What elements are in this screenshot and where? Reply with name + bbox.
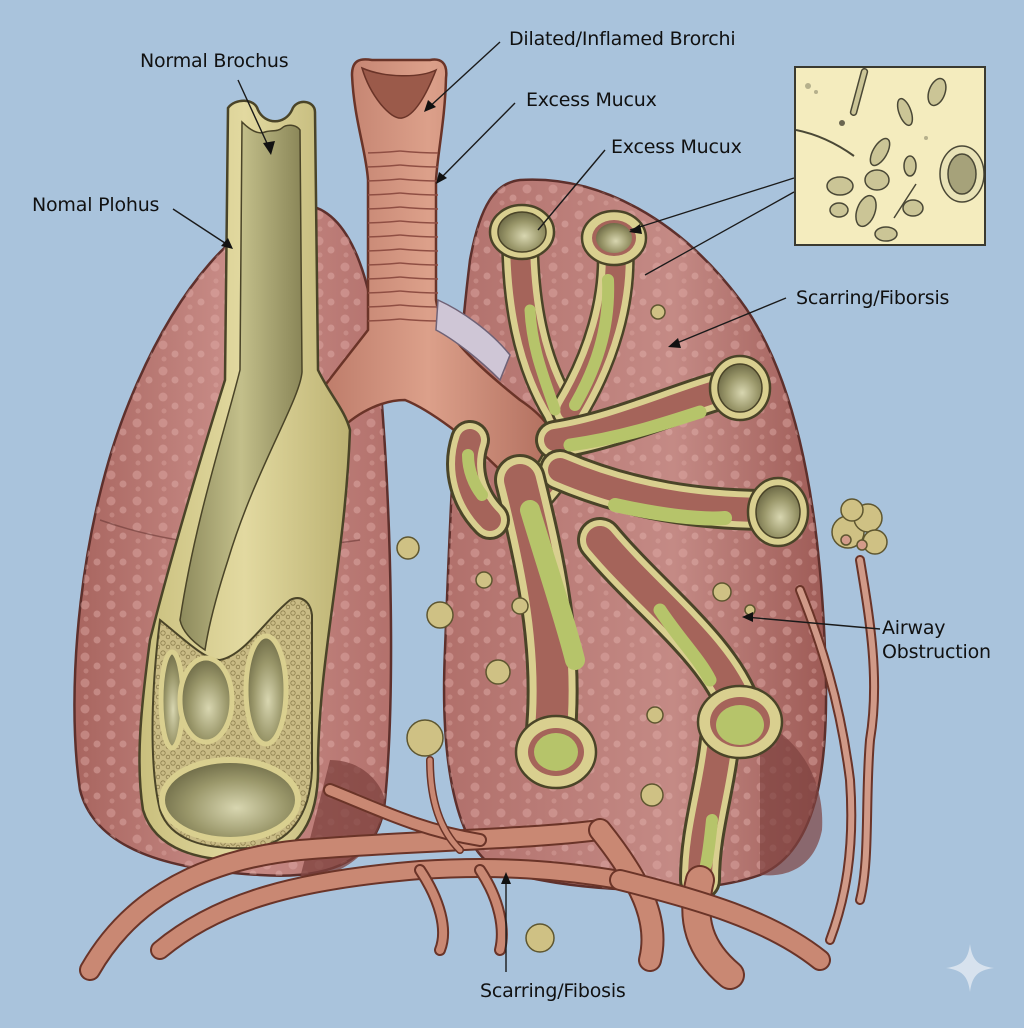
leader-lines bbox=[172, 41, 881, 972]
label-excess-mucux-1: Excess Mucux bbox=[526, 89, 657, 111]
microscopy-cells bbox=[796, 68, 984, 242]
label-nomal-plohus: Nomal Plohus bbox=[32, 194, 160, 216]
microscopy-inset bbox=[794, 66, 986, 246]
label-scarring-fibosis: Scarring/Fibosis bbox=[480, 980, 626, 1002]
fibrous-strands bbox=[79, 555, 880, 990]
sparkle-icon bbox=[946, 944, 994, 992]
normal-bronchus bbox=[138, 99, 352, 862]
bronchi-openings bbox=[488, 203, 810, 790]
mucus-clusters bbox=[396, 304, 888, 953]
leader-arrowheads bbox=[221, 100, 753, 884]
inset-callout-lines bbox=[629, 177, 795, 276]
label-airway-obstruction: Airway Obstruction bbox=[882, 617, 991, 663]
label-scarring-fiborsis: Scarring/Fiborsis bbox=[796, 287, 950, 309]
label-dilated-inflamed-brorchi: Dilated/Inflamed Brorchi bbox=[509, 28, 736, 50]
label-normal-brochus: Normal Brochus bbox=[140, 50, 289, 72]
label-excess-mucux-2: Excess Mucux bbox=[611, 136, 742, 158]
